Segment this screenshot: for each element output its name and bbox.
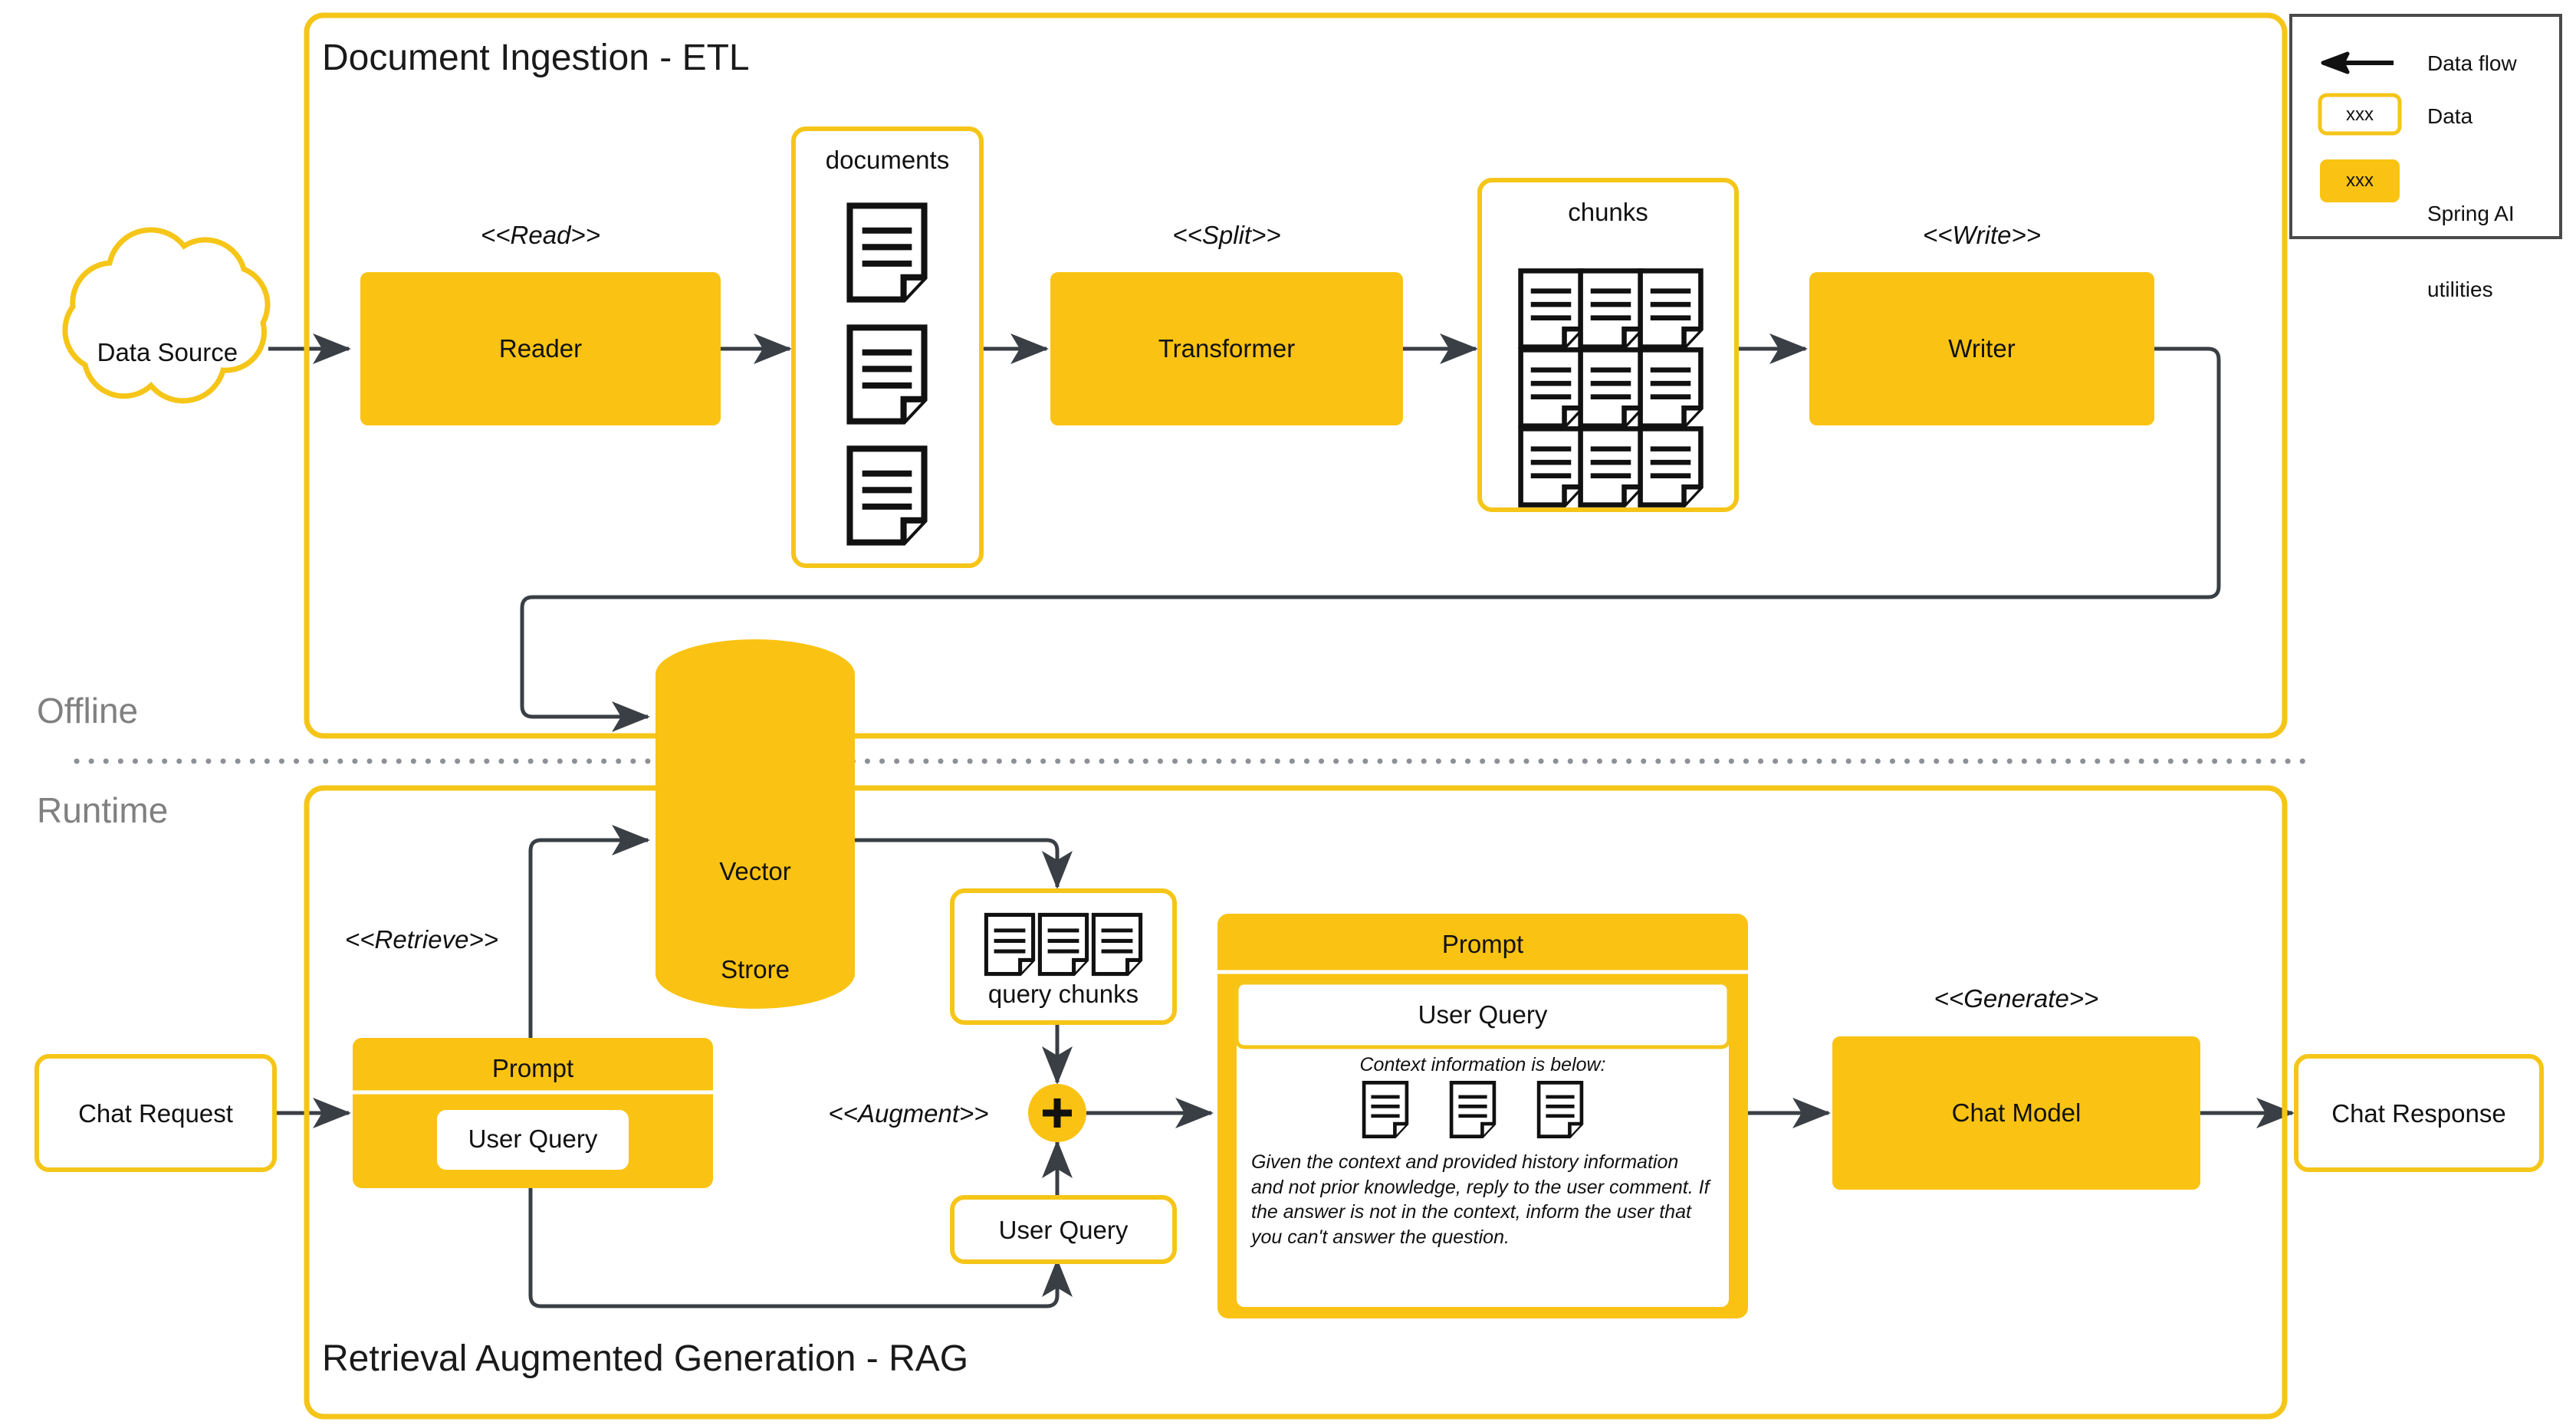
arrow-writer-to-vectorstore	[520, 346, 2221, 732]
phase-label-runtime: Runtime	[37, 790, 169, 830]
data-source-label: Data Source	[58, 305, 249, 400]
legend-data-label: Data	[2427, 104, 2473, 128]
vector-store-line2: Strore	[721, 955, 790, 984]
chat-request-label: Chat Request	[78, 1099, 233, 1128]
documents-label: documents	[825, 146, 950, 174]
documents-icon-group	[849, 205, 924, 542]
arrow-prompt-to-vectorstore-retrieve	[528, 825, 651, 1038]
data-source-cloud	[62, 227, 271, 404]
chat-response-box[interactable]	[2294, 1054, 2544, 1172]
prompt-small-userquery-label: User Query	[468, 1125, 598, 1153]
chunks-label: chunks	[1568, 198, 1648, 226]
vector-store-cylinder[interactable]	[656, 639, 855, 1009]
transformer-label: Transformer	[1158, 334, 1296, 363]
vector-store-label: Vector Strore	[656, 790, 855, 1052]
prompt-small-userquery	[437, 1110, 629, 1170]
legend-utility-line1: Spring AI	[2427, 202, 2515, 226]
arrow-prompt-to-userquery	[528, 1188, 1073, 1308]
stereotype-write: <<Write>>	[1922, 221, 2042, 249]
query-chunks-label: query chunks	[987, 980, 1139, 1008]
stereotype-retrieve: <<Retrieve>>	[345, 925, 498, 954]
chat-request-box[interactable]	[34, 1054, 277, 1172]
writer-label: Writer	[1948, 334, 2016, 363]
ingestion-section-title: Document Ingestion - ETL	[322, 38, 750, 78]
data-source-line1: Data Source	[97, 338, 238, 367]
prompt-large-userquery-label: User Query	[1418, 1000, 1548, 1029]
prompt-context-heading: Context information is below:	[1359, 1054, 1606, 1075]
user-query-box-label: User Query	[998, 1216, 1129, 1244]
stereotype-split: <<Split>>	[1172, 221, 1281, 249]
legend-utility-swatch	[2320, 159, 2400, 202]
chunks-icon-group	[1521, 271, 1701, 504]
prompt-body-text: Given the context and provided history i…	[1251, 1151, 1710, 1248]
chat-response-label: Chat Response	[2331, 1099, 2506, 1128]
legend-data-sample: xxx	[2346, 104, 2374, 125]
writer-box[interactable]	[1809, 272, 2154, 425]
rag-section-title: Retrieval Augmented Generation - RAG	[322, 1338, 969, 1379]
query-chunks-icon-group	[986, 914, 1140, 974]
stereotype-augment: <<Augment>>	[828, 1099, 989, 1128]
legend-utility-line2: utilities	[2427, 277, 2493, 302]
prompt-small-header: Prompt	[491, 1054, 574, 1082]
reader-box[interactable]	[360, 272, 721, 425]
legend-utility-label: Spring AI utilities	[2427, 150, 2515, 353]
prompt-large-header: Prompt	[1441, 930, 1524, 958]
prompt-large-body-surface	[1237, 983, 1729, 1307]
prompt-context-icon-group	[1364, 1082, 1582, 1136]
stereotype-read: <<Read>>	[481, 221, 600, 249]
reader-label: Reader	[498, 334, 583, 363]
arrow-vectorstore-to-querychunks	[853, 838, 1073, 890]
chat-model-label: Chat Model	[1951, 1098, 2082, 1127]
phase-label-offline: Offline	[37, 691, 139, 731]
legend-arrow-icon	[2321, 51, 2394, 74]
prompt-small-box[interactable]	[353, 1038, 713, 1188]
vector-store-line1: Vector	[719, 856, 791, 885]
legend-utility-sample: xxx	[2346, 170, 2374, 191]
transformer-box[interactable]	[1050, 272, 1403, 425]
stereotype-generate: <<Generate>>	[1934, 984, 2099, 1013]
legend-dataflow-label: Data flow	[2427, 51, 2517, 75]
chat-model-box[interactable]	[1832, 1036, 2200, 1190]
prompt-large-userquery	[1234, 980, 1731, 1049]
plus-icon	[1043, 1098, 1072, 1128]
legend-data-swatch	[2318, 93, 2402, 136]
ingestion-container	[304, 12, 2288, 739]
